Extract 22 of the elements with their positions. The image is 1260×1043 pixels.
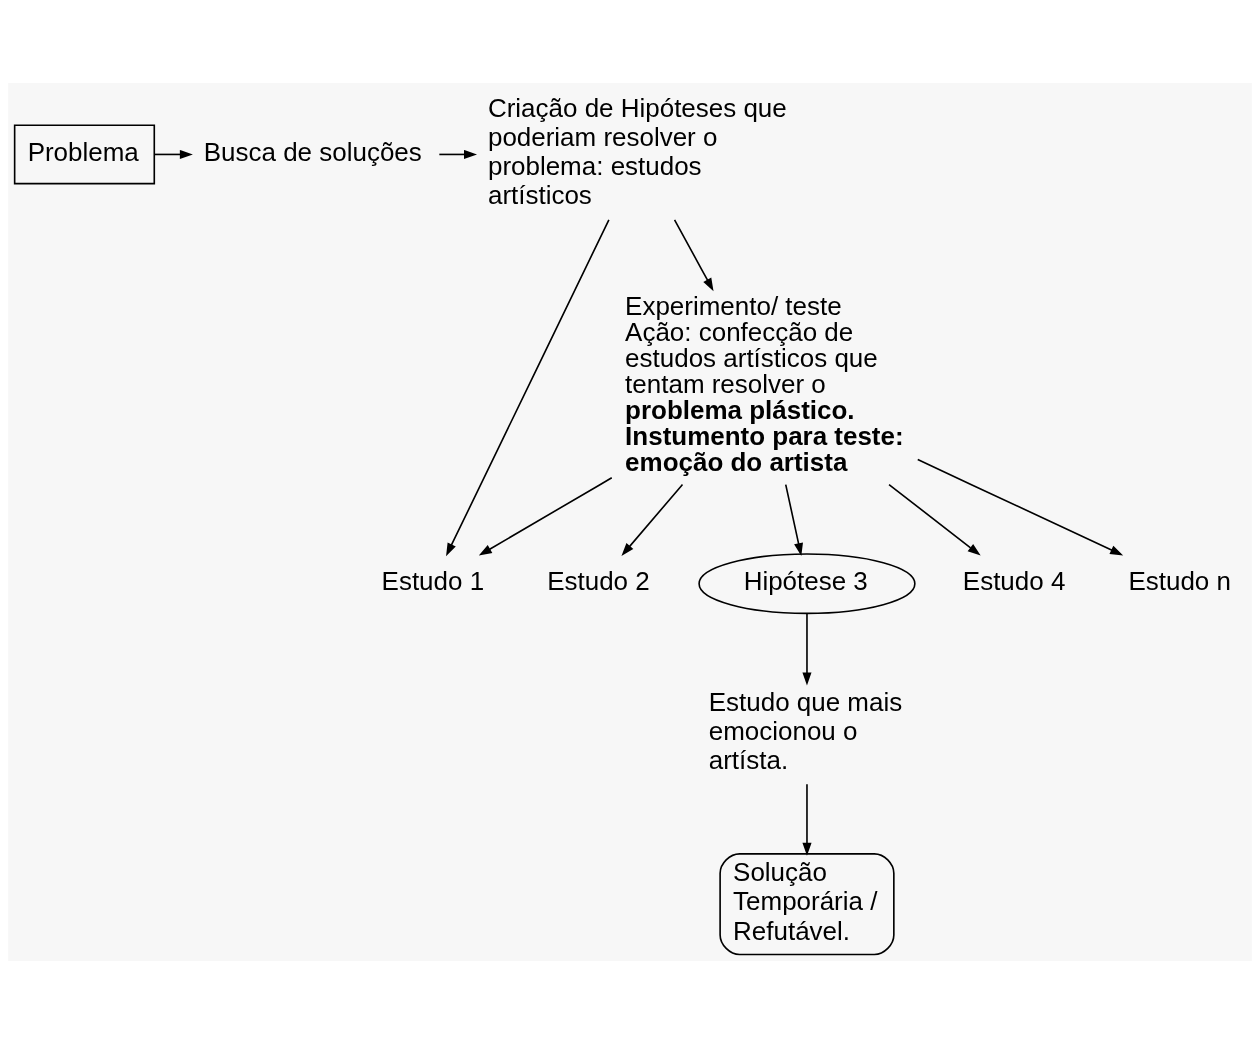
node-ellipse: Hipótese 3 <box>698 552 916 614</box>
node-text: Estudo que mais emocionou o artísta. <box>708 686 903 775</box>
node-box: Solução Temporária / Refutável. <box>719 852 895 955</box>
arrow <box>673 218 714 291</box>
arrow <box>478 476 613 556</box>
arrow <box>784 483 803 556</box>
node-text: Criação de Hipóteses que poderiam resolver o problema: estudos artísticos <box>487 92 787 210</box>
arrow <box>621 483 684 556</box>
node-text: Experimento/ teste Ação: confecção de estudos artísticos que tentam resolver o problema plástico. Instumento para teste: emoção do artista <box>625 290 904 477</box>
arrow <box>153 149 193 159</box>
node-box: Problema <box>13 123 156 184</box>
arrow <box>888 483 981 556</box>
node-text: Busca de soluções <box>203 136 422 167</box>
arrow <box>446 218 610 556</box>
node-text: Estudo 1 <box>381 565 485 596</box>
arrow <box>916 458 1124 555</box>
node-text: Estudo 2 <box>547 565 650 596</box>
node-text: Estudo n <box>1128 565 1231 596</box>
node-text: Estudo 4 <box>962 565 1066 596</box>
arrow <box>438 149 477 159</box>
arrow <box>802 782 812 856</box>
arrow <box>802 612 812 685</box>
